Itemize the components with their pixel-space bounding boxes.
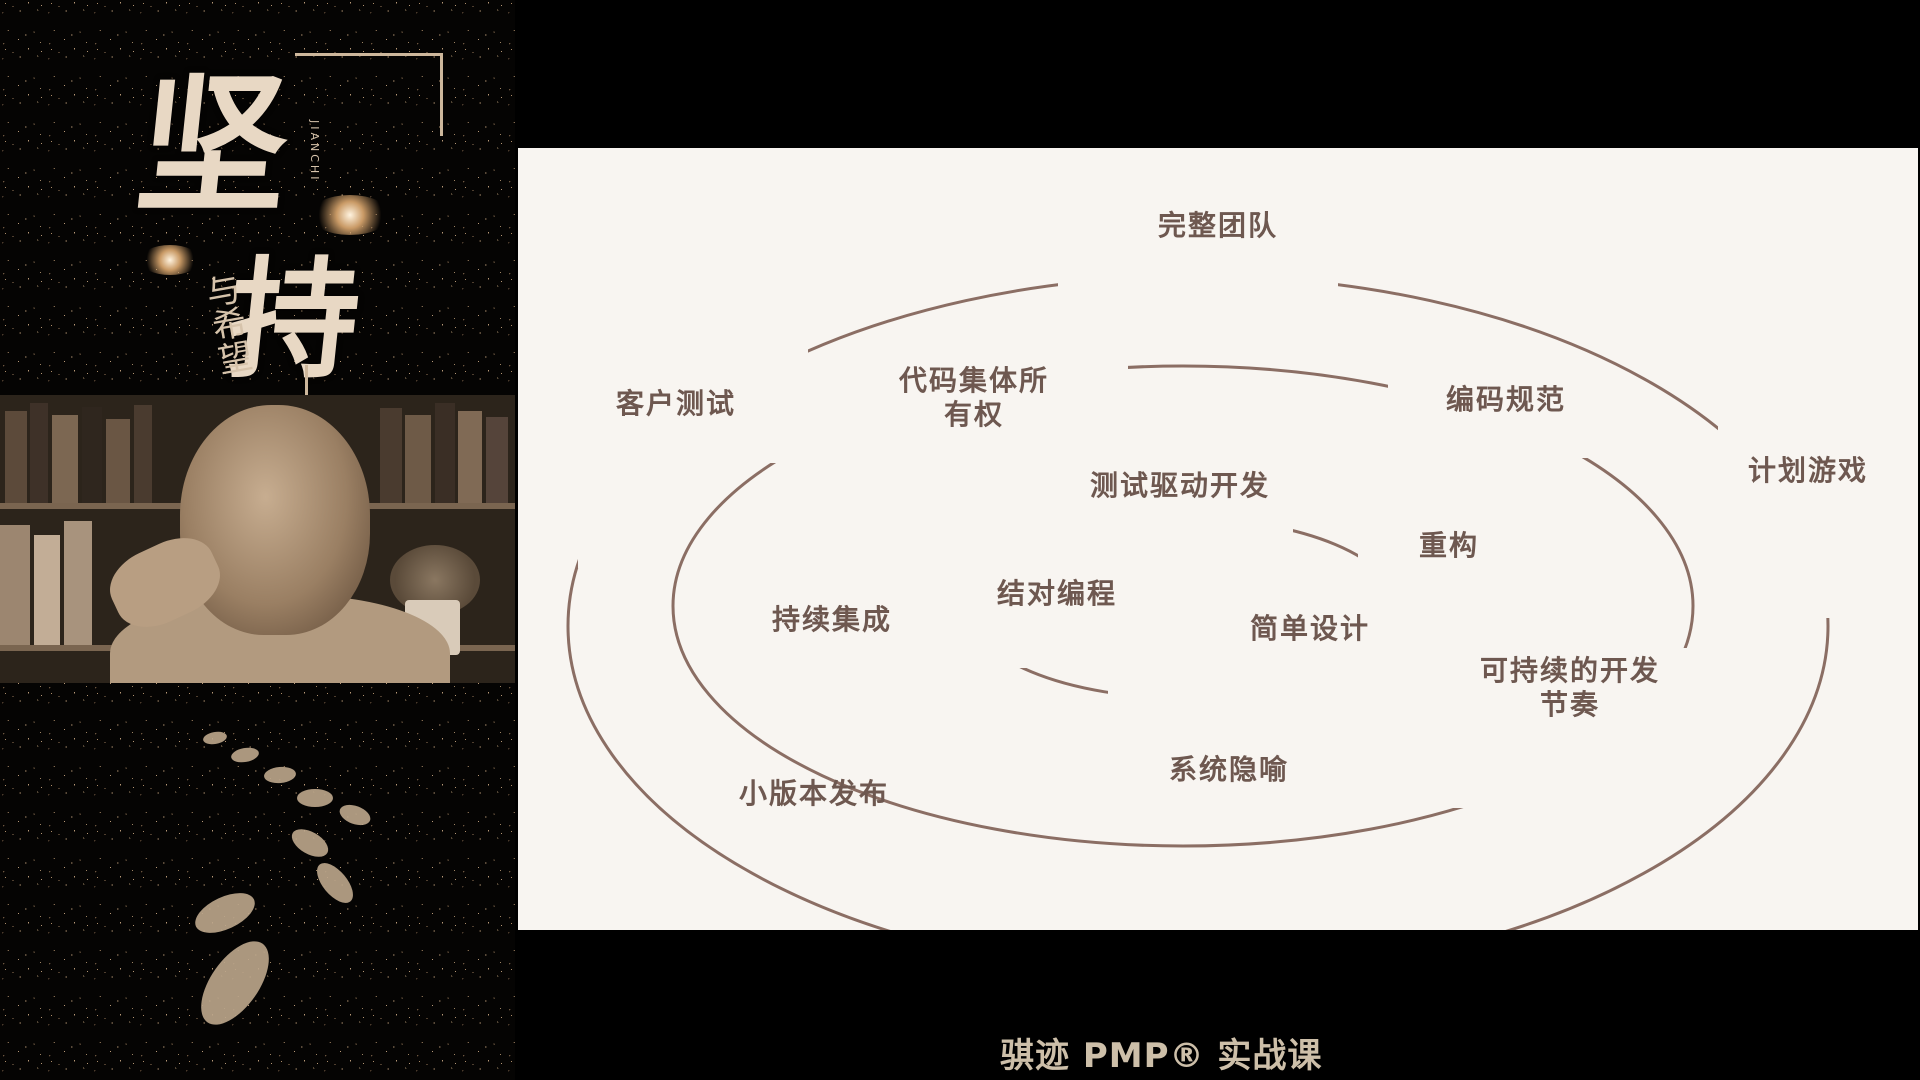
poster-title: 坚 JIANCHI 持 与希望 [125, 25, 443, 418]
sidebar-video-panel: 坚 JIANCHI 持 与希望 [0, 0, 515, 1080]
poster-pinyin: JIANCHI [308, 120, 321, 183]
course-caption: 骐迹 PMP® 实战课 [1000, 1036, 1323, 1076]
practice-whole-team: 完整团队 [1157, 209, 1279, 242]
practice-continuous-integration: 持续集成 [771, 603, 893, 636]
decorative-bracket [295, 53, 443, 136]
presenter-face [180, 405, 370, 635]
practice-simple-design: 简单设计 [1249, 612, 1371, 645]
label-line: 代码集体所 [898, 364, 1050, 397]
practice-test-driven-development: 测试驱动开发 [1089, 469, 1271, 502]
middle-ring [671, 364, 1695, 848]
practice-collective-code-ownership: 代码集体所有权 [899, 364, 1049, 432]
webcam-feed [0, 395, 515, 683]
light-flare [310, 195, 390, 235]
label-line: 可持续的开发 [1479, 654, 1661, 687]
poster-title-char: 坚 [129, 58, 298, 234]
practice-pair-programming: 结对编程 [996, 577, 1118, 610]
practice-sustainable-pace: 可持续的开发节奏 [1480, 654, 1660, 722]
practice-refactoring: 重构 [1418, 529, 1480, 562]
outer-ring [566, 274, 1830, 930]
practice-planning-game: 计划游戏 [1747, 454, 1869, 487]
practice-metaphor: 系统隐喻 [1168, 753, 1290, 786]
practice-small-releases: 小版本发布 [738, 777, 890, 810]
footprints-graphic [195, 731, 371, 1025]
label-line: 有权 [943, 398, 1005, 431]
light-flare [140, 245, 200, 275]
bookshelf-books [0, 509, 515, 645]
label-line: 节奏 [1539, 688, 1601, 721]
xp-practices-diagram [566, 274, 1830, 930]
slide: 完整团队 客户测试 计划游戏 小版本发布 代码集体所有权 编码规范 持续集成 可… [518, 148, 1918, 930]
practice-customer-tests: 客户测试 [615, 387, 737, 420]
inner-ring [966, 516, 1400, 700]
practice-coding-standard: 编码规范 [1445, 383, 1567, 416]
bookshelf-books [0, 395, 515, 503]
